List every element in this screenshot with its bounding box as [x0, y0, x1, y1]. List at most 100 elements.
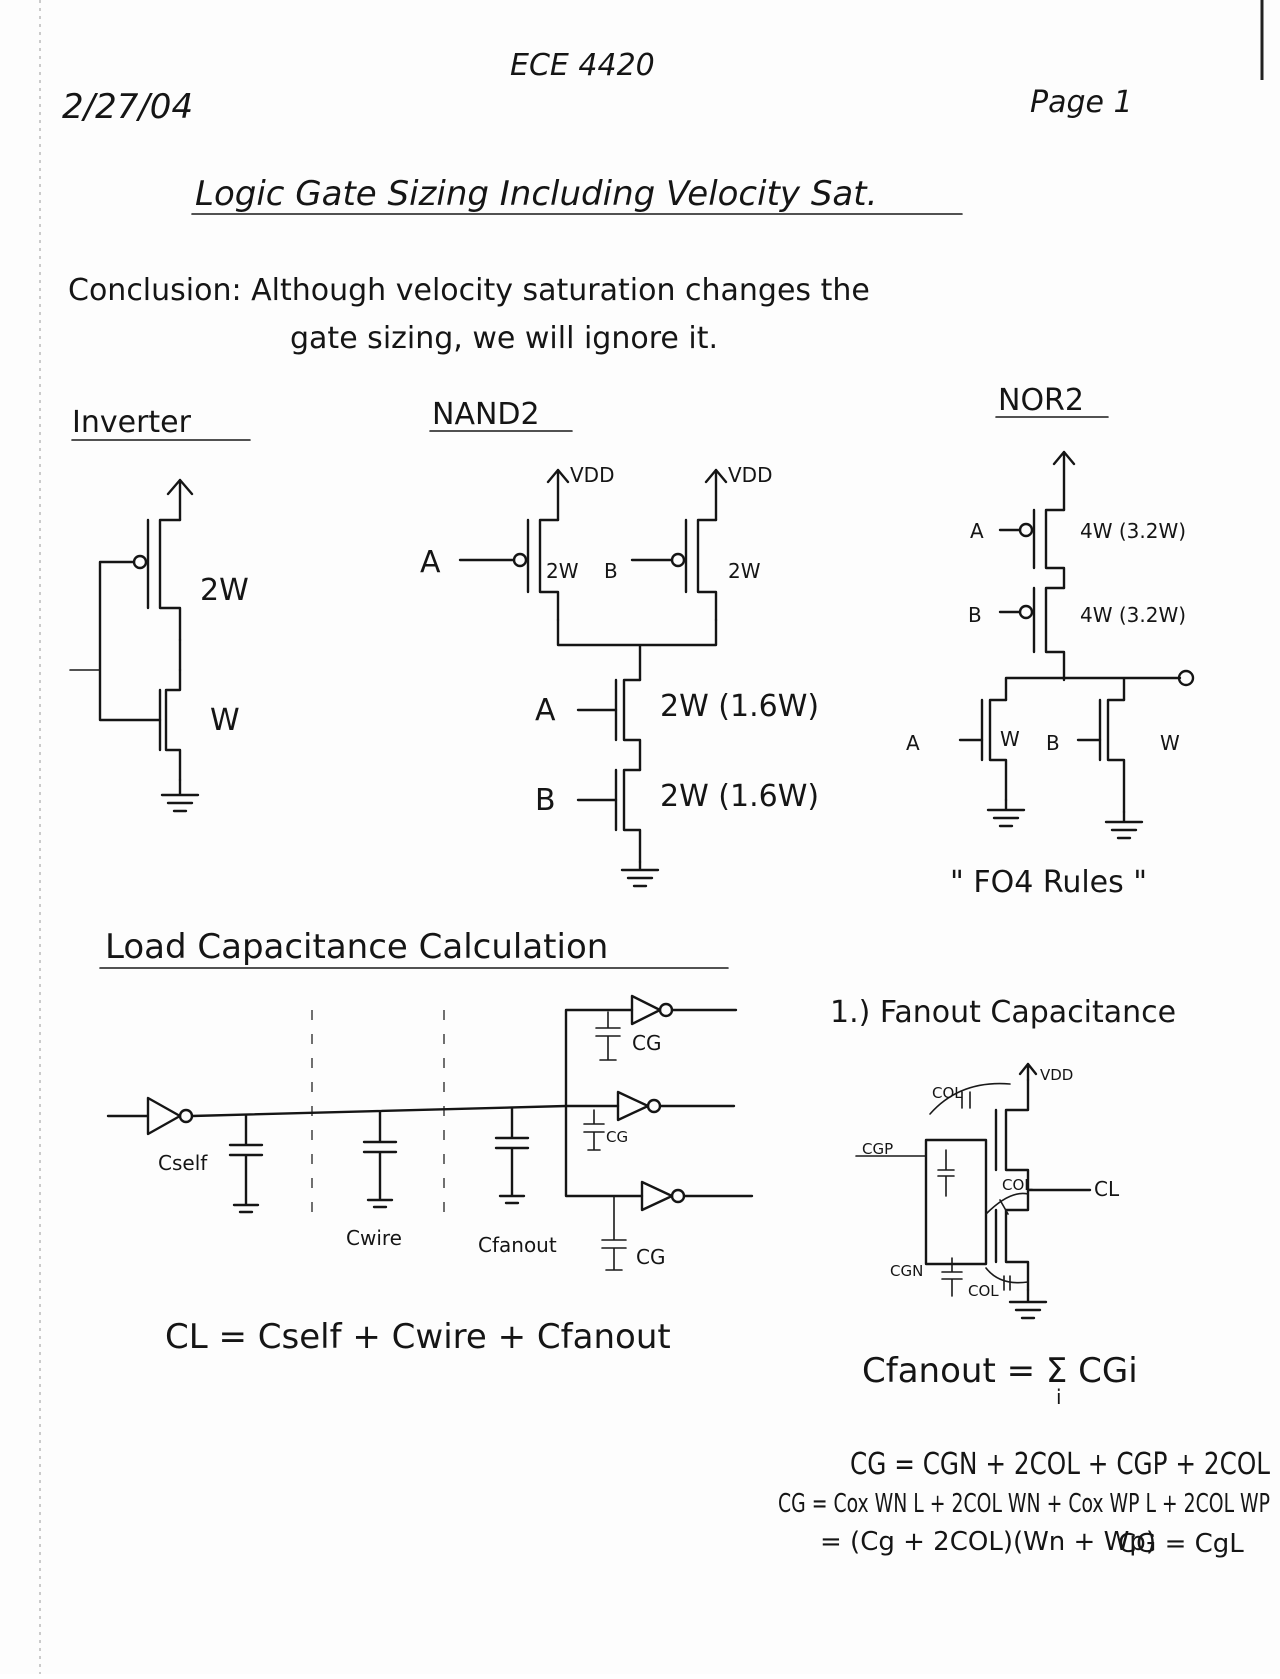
page-number: Page 1 — [1030, 85, 1133, 120]
nand2-ground-icon — [620, 860, 660, 888]
nand2-nmos-a — [614, 678, 642, 772]
cg-equation-2: CG = Cox WN L + 2COL WN + Cox WP L + 2CO… — [778, 1489, 1270, 1519]
col-top-label: COL — [932, 1084, 963, 1102]
nand2-nmos-a-size: 2W (1.6W) — [660, 689, 819, 724]
fanout-branch-wires — [564, 1008, 644, 1198]
load-inverter-top-bubble — [658, 1002, 674, 1018]
inverter-diagram: Inverter 2W W — [69, 405, 251, 813]
cg-top-label: CG — [632, 1031, 661, 1055]
nor2-pmos-a-bubble — [1018, 522, 1034, 538]
nand2-diagram: NAND2 VDD VDD A 2W B 2W A 2W (1.6W) B 2W… — [420, 397, 819, 888]
col-mid-capacitor-icon — [985, 1192, 1029, 1215]
nor2-pmos-b-size: 4W (3.2W) — [1080, 603, 1186, 627]
nand2-pmos-right-size: 2W — [728, 559, 761, 583]
cself-capacitor-icon — [228, 1113, 264, 1214]
nand2-pmos-left-size: 2W — [546, 559, 579, 583]
inverter-heading: Inverter — [72, 405, 192, 440]
nor2-ground-icon-a — [986, 798, 1026, 828]
cg-bottom-capacitor-icon — [601, 1195, 627, 1271]
fanout-heading: 1.) Fanout Capacitance — [830, 995, 1176, 1030]
cgn-capacitor-icon — [941, 1257, 963, 1297]
fo4-rules-note: " FO4 Rules " — [950, 865, 1147, 900]
fanout-diagram: 1.) Fanout Capacitance VDD COL CGP COL C… — [778, 995, 1270, 1559]
fanout-sum-equation: Cfanout = Σ CGi — [862, 1351, 1138, 1391]
course-code: ECE 4420 — [510, 48, 655, 83]
fanout-vdd-label: VDD — [1040, 1066, 1073, 1084]
cfanout-label: Cfanout — [478, 1233, 557, 1257]
nand2-heading: NAND2 — [432, 397, 540, 432]
load-inverter-bottom-bubble — [670, 1188, 686, 1204]
cl-node-label: CL — [1094, 1177, 1120, 1201]
nor2-input-a-bottom: A — [906, 731, 920, 755]
col-bottom-label: COL — [968, 1282, 999, 1300]
cg-bottom-label: CG — [636, 1245, 665, 1269]
inverter-pmos-bubble — [132, 554, 148, 570]
nor2-nmos-b — [1098, 698, 1126, 814]
fanout-ground-icon — [1008, 1288, 1048, 1320]
cgp-label: CGP — [862, 1140, 893, 1158]
nor2-nmos-b-size: W — [1160, 731, 1180, 755]
col-top-capacitor-icon — [929, 1082, 1011, 1115]
cgp-capacitor-icon — [937, 1149, 955, 1197]
nand2-vdd-left-label: VDD — [570, 463, 614, 487]
nand2-input-b-bottom: B — [535, 783, 556, 818]
driver-inverter-bubble — [178, 1108, 194, 1124]
fanout-sum-index: i — [1056, 1385, 1062, 1409]
nand2-vdd-arrow-left — [546, 468, 570, 522]
col-mid-label: COL — [1002, 1176, 1033, 1194]
cg-equation-4: CG = CgL — [1118, 1529, 1244, 1559]
load-inverter-bottom-icon — [640, 1180, 754, 1212]
page-title: Logic Gate Sizing Including Velocity Sat… — [195, 174, 877, 214]
load-net-wire — [190, 1104, 568, 1118]
nand2-vdd-right-label: VDD — [728, 463, 772, 487]
inverter-input-wire — [98, 560, 162, 722]
nor2-heading: NOR2 — [998, 383, 1084, 418]
nor2-nmos-a — [980, 698, 1008, 802]
nand2-pmos-left — [526, 518, 560, 622]
col-bottom-capacitor-icon — [985, 1267, 1029, 1291]
cg-top-capacitor-icon — [595, 1011, 621, 1061]
cwire-capacitor-icon — [362, 1110, 398, 1209]
nand2-nmos-b-size: 2W (1.6W) — [660, 779, 819, 814]
nor2-pmos-a-size: 4W (3.2W) — [1080, 519, 1186, 543]
cwire-label: Cwire — [346, 1226, 402, 1250]
inverter-vdd-arrow — [166, 478, 194, 522]
conclusion-line-2: gate sizing, we will ignore it. — [290, 321, 718, 356]
nor2-diagram: NOR2 A 4W (3.2W) B 4W (3.2W) A W B W " F… — [906, 383, 1195, 900]
load-inverter-mid-icon — [616, 1090, 736, 1122]
nand2-pmos-right — [684, 518, 718, 622]
fanout-vdd-arrow — [1018, 1062, 1038, 1082]
load-inverter-top-icon — [630, 994, 738, 1026]
nor2-ground-icon-b — [1104, 810, 1144, 840]
nand2-input-a-top: A — [420, 545, 441, 580]
nor2-input-b-bottom: B — [1046, 731, 1060, 755]
nand2-vdd-arrow-right — [704, 468, 728, 522]
inverter-nmos-size: W — [210, 703, 240, 738]
date-label: 2/27/04 — [62, 87, 193, 127]
nand2-pmos-left-bubble — [512, 552, 528, 568]
conclusion-line-1: Conclusion: Although velocity saturation… — [68, 273, 870, 308]
cg-mid-label: CG — [606, 1128, 628, 1146]
cg-mid-capacitor-icon — [583, 1109, 605, 1151]
load-cap-diagram: Load Capacitance Calculation Cself Cwire… — [99, 927, 754, 1357]
nor2-pmos-b-bubble — [1018, 604, 1034, 620]
nand2-nmos-b — [614, 768, 642, 864]
nand2-input-a-bottom: A — [535, 693, 556, 728]
inverter-pmos-size: 2W — [200, 573, 249, 608]
cg-equation-3: = (Cg + 2COL)(Wn + Wp) — [820, 1527, 1156, 1557]
nor2-output-terminal — [1177, 669, 1195, 687]
nor2-input-a-top: A — [970, 519, 984, 543]
cfanout-capacitor-icon — [494, 1106, 530, 1205]
gate-input-node — [924, 1138, 988, 1266]
driver-inverter-icon — [106, 1096, 182, 1136]
cself-label: Cself — [158, 1151, 208, 1175]
nor2-pmos-a — [1032, 508, 1066, 590]
nor2-input-b-top: B — [968, 603, 982, 627]
load-cap-equation: CL = Cself + Cwire + Cfanout — [165, 1317, 671, 1357]
inverter-pmos — [146, 518, 182, 642]
load-cap-heading: Load Capacitance Calculation — [105, 927, 608, 967]
nor2-output-node — [1004, 676, 1182, 702]
nor2-pmos-b — [1032, 586, 1066, 682]
cg-equation-1: CG = CGN + 2COL + CGP + 2COL — [850, 1447, 1270, 1482]
